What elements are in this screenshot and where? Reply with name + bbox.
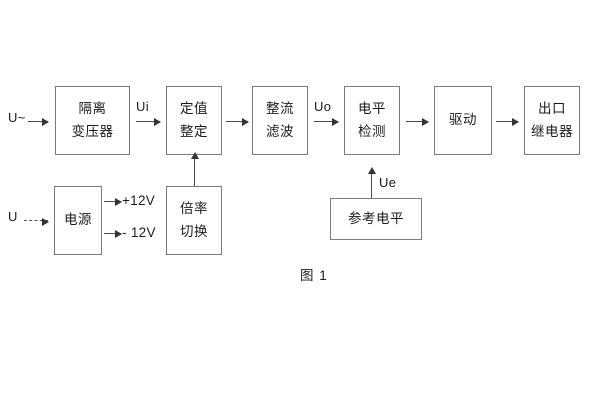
figure-caption: 图 1 bbox=[300, 268, 328, 283]
arrow-driver-to-output-relay bbox=[496, 117, 519, 126]
block-rectifier-filter-line1: 整流 bbox=[266, 100, 294, 116]
block-multiplier-switch: 倍率 切换 bbox=[166, 186, 222, 255]
block-setting-value-line2: 整定 bbox=[180, 124, 208, 139]
arrow-input-dc-to-power-supply bbox=[24, 217, 49, 226]
block-output-relay-line2: 继电器 bbox=[531, 124, 573, 139]
block-level-detection-line2: 检测 bbox=[358, 124, 386, 139]
block-rectifier-filter-line2: 滤波 bbox=[266, 124, 294, 139]
block-output-relay-line1: 出口 bbox=[538, 100, 566, 116]
arrow-rail-positive bbox=[104, 197, 122, 206]
arrow-isolation-to-setting bbox=[136, 117, 161, 126]
rail-negative-label: - 12V bbox=[122, 225, 156, 240]
signal-ui-label: Ui bbox=[136, 99, 149, 114]
signal-uo-label: Uo bbox=[314, 99, 332, 114]
block-driver-line1: 驱动 bbox=[449, 112, 477, 128]
arrow-rectifier-to-level-detection bbox=[314, 117, 339, 126]
block-setting-value: 定值 整定 bbox=[166, 86, 222, 155]
block-level-detection: 电平 检测 bbox=[344, 86, 400, 155]
block-multiplier-switch-line1: 倍率 bbox=[180, 200, 208, 216]
arrow-setting-to-rectifier bbox=[226, 117, 249, 126]
block-output-relay: 出口 继电器 bbox=[524, 86, 580, 155]
input-ac-label: U~ bbox=[8, 110, 26, 125]
block-power-supply-line1: 电源 bbox=[64, 212, 92, 228]
block-driver: 驱动 bbox=[434, 86, 492, 155]
block-rectifier-filter: 整流 滤波 bbox=[252, 86, 308, 155]
block-isolation-transformer: 隔离 变压器 bbox=[55, 86, 130, 155]
block-isolation-transformer-line2: 变压器 bbox=[71, 124, 114, 139]
block-setting-value-line1: 定值 bbox=[180, 100, 208, 116]
block-reference-level: 参考电平 bbox=[330, 198, 422, 240]
arrow-reference-level-to-level-detection bbox=[367, 167, 376, 198]
block-reference-level-line1: 参考电平 bbox=[348, 210, 404, 226]
block-level-detection-line1: 电平 bbox=[358, 100, 386, 116]
arrow-rail-negative bbox=[104, 229, 122, 238]
block-isolation-transformer-line1: 隔离 bbox=[78, 100, 107, 116]
arrow-multiplier-switch-to-setting bbox=[190, 152, 199, 186]
arrow-input-ac-to-isolation bbox=[28, 117, 49, 126]
signal-ue-label: Ue bbox=[379, 175, 397, 190]
block-multiplier-switch-line2: 切换 bbox=[180, 224, 208, 239]
rail-positive-label: +12V bbox=[122, 193, 156, 208]
input-dc-label: U bbox=[8, 209, 18, 224]
arrow-level-detection-to-driver bbox=[406, 117, 429, 126]
block-power-supply: 电源 bbox=[54, 186, 102, 255]
